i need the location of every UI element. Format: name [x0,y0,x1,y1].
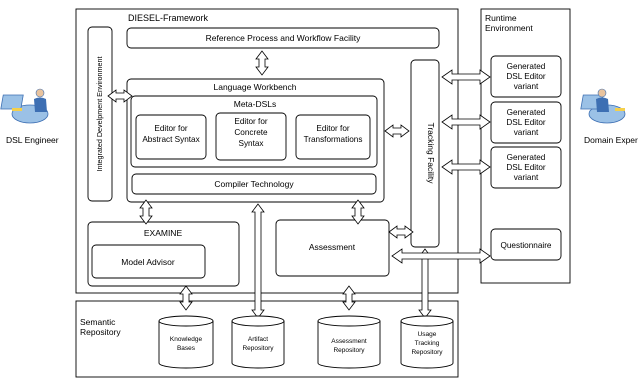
generated-editor-1: Generated DSL Editor variant [490,55,562,98]
knowledge-bases-line2: Bases [177,345,196,352]
editor-transform-line1: Editor for [316,124,349,133]
framework-title: DIESEL-Framework [128,13,209,23]
artifact-repository-cylinder: Artifact Repository [231,315,285,369]
gen2-line1: Generated [507,108,546,117]
gen1-line3: variant [514,82,539,91]
questionnaire-box [490,228,562,261]
assessment-box [275,219,390,277]
assessment-label: Assessment [309,242,356,252]
semantic-title-line1: Semantic [80,317,116,327]
questionnaire-label: Questionnaire [501,241,552,250]
editor-transform-box [295,114,371,160]
ide-label: Integrated Develpment Environment [95,56,104,171]
usage-tracking-line3: Repository [411,349,443,356]
assessment-repository-cylinder: Assessment Repository [317,315,381,369]
reference-process-label: Reference Process and Workflow Facility [206,33,362,43]
usage-tracking-line2: Tracking [415,340,440,347]
arrow-tracking-gen1 [441,69,491,85]
generated-editor-2: Generated DSL Editor variant [490,101,562,144]
editor-abstract-line1: Editor for [154,124,187,133]
runtime-title-line1: Runtime [485,13,517,23]
runtime-title-line2: Environment [485,23,533,33]
gen1-line2: DSL Editor [506,72,546,81]
examine-label: EXAMINE [144,228,183,238]
language-workbench-label: Language Workbench [213,82,296,92]
gen3-line2: DSL Editor [506,163,546,172]
knowledge-bases-line1: Knowledge [170,336,203,343]
dsl-engineer-label: DSL Engineer [6,135,59,145]
knowledge-bases-cylinder: Knowledge Bases [158,315,214,369]
editor-abstract-box [135,114,207,160]
tracking-label: Tracking Facility [426,122,436,184]
usage-tracking-repository-cylinder: Usage Tracking Repository [400,315,454,369]
assessment-repository-line1: Assessment [331,338,367,345]
gen3-line1: Generated [507,153,546,162]
arrow-tracking-gen2 [441,114,491,130]
gen3-line3: variant [514,173,539,182]
editor-concrete-line3: Syntax [238,139,263,148]
tracking-facility-box [410,59,440,248]
dsl-engineer-icon [0,88,49,124]
ide-box [87,26,113,202]
model-advisor-label: Model Advisor [121,257,175,267]
gen2-line3: variant [514,128,539,137]
gen2-line2: DSL Editor [506,118,546,127]
compiler-label: Compiler Technology [214,179,294,189]
gen1-line1: Generated [507,62,546,71]
compiler-box [131,173,377,195]
editor-transform-line2: Transformations [304,135,363,144]
domain-expert-label: Domain Exper [584,135,638,145]
arrow-tracking-gen3 [441,159,491,175]
domain-expert-icon [580,88,626,124]
arrow-assessment-questionnaire [391,248,491,264]
generated-editor-3: Generated DSL Editor variant [490,146,562,189]
semantic-title-line2: Repository [80,327,121,337]
artifact-repository-line1: Artifact [248,336,268,343]
model-advisor-box [91,244,206,279]
usage-tracking-line1: Usage [418,331,437,338]
editor-concrete-line1: Editor for [234,117,267,126]
artifact-repository-line2: Repository [242,345,274,352]
assessment-repository-line2: Repository [333,347,365,354]
editor-concrete-line2: Concrete [234,128,268,137]
reference-process-box [126,27,440,49]
editor-abstract-line2: Abstract Syntax [142,135,199,144]
meta-dsls-label: Meta-DSLs [234,99,277,109]
editor-concrete-box [215,112,287,161]
